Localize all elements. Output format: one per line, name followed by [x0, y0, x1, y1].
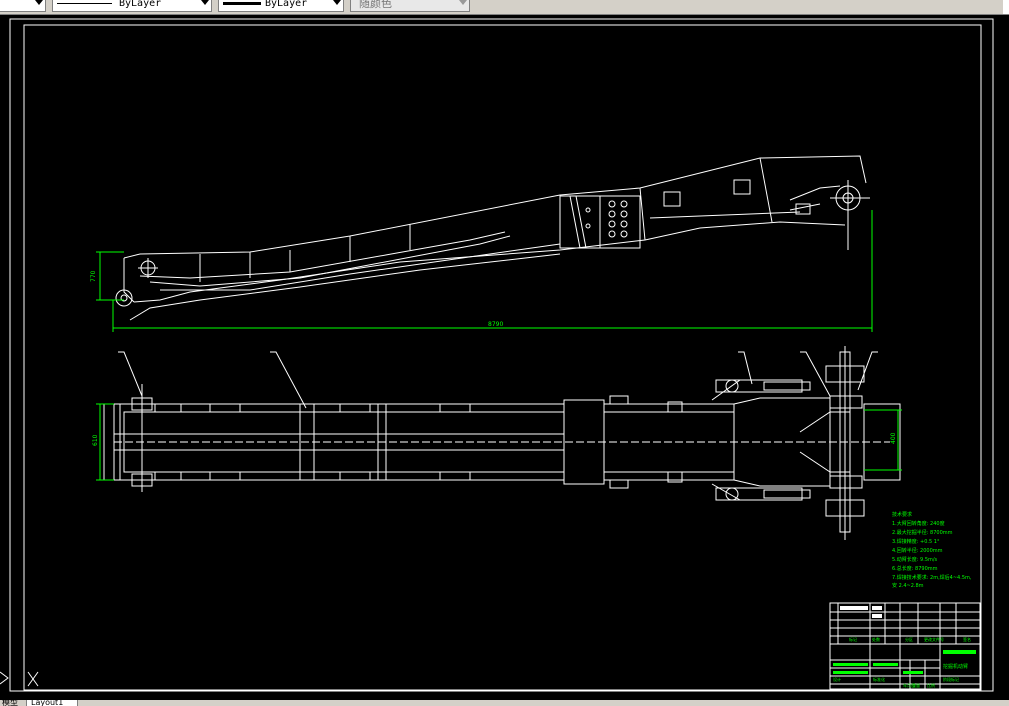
plotstyle-select[interactable]: 随颜色 [350, 0, 470, 12]
note-line: 3.焊接精度: +0.5 1° [892, 538, 940, 545]
lineweight-preview [223, 2, 261, 5]
note-line: 2.最大挖掘半径: 8700mm [892, 529, 953, 536]
title-block-cell: 比例 [927, 682, 935, 688]
linetype-value: ByLayer [119, 0, 162, 9]
title-block-cell: 重量 [912, 682, 920, 688]
chevron-down-icon [459, 0, 467, 5]
note-line: 4.回转半径: 2000mm [892, 547, 943, 554]
note-line: 5.动臂长度: 9.5m/s [892, 556, 938, 563]
tab-layout1[interactable]: Layout1 [26, 700, 78, 706]
lineweight-value: ByLayer [265, 0, 308, 9]
dim-width-right: 400 [890, 432, 897, 444]
elevation-dimensions [96, 210, 873, 332]
properties-toolbar: ByLayer ByLayer 随颜色 [0, 0, 1009, 15]
technical-notes: 技术要求 1.大臂回转角度: 240度 2.最大挖掘半径: 8700mm 3.焊… [892, 511, 972, 589]
linetype-preview [57, 3, 112, 4]
chevron-down-icon [35, 0, 43, 5]
ucs-icon [0, 671, 39, 687]
boom-plan-view [103, 346, 901, 540]
note-line: 1.大臂回转角度: 240度 [892, 520, 945, 527]
dim-overall-length: 8790 [488, 321, 503, 328]
title-block [829, 602, 981, 690]
cad-drawing-canvas[interactable]: 770 8790 [0, 14, 1009, 700]
dim-height-left: 770 [90, 270, 97, 282]
dim-width-left: 610 [92, 434, 99, 446]
plan-dimensions [96, 403, 902, 481]
linetype-select[interactable]: ByLayer [52, 0, 212, 12]
title-block-cell: 阶段标记 [943, 676, 959, 682]
sheet-outer-border [9, 18, 994, 692]
title-block-cell: 分区 [905, 636, 913, 642]
boom-elevation-view [115, 155, 870, 321]
linetype-dropdown[interactable] [0, 0, 46, 12]
title-block-cell: 年月日 [903, 682, 915, 688]
notes-title: 技术要求 [892, 511, 912, 518]
tab-model[interactable]: 模型 [2, 700, 18, 706]
note-line: 6.总长度: 8790mm [892, 565, 938, 572]
title-block-fills [833, 606, 976, 674]
title-block-cell: 设计 [833, 676, 841, 682]
title-block-cell: 标准化 [873, 676, 885, 682]
note-line: 7.焊接技术要求: 2m,焊后4~4.5m, [892, 574, 972, 581]
title-block-cell: 标记 [849, 636, 857, 642]
title-block-title: 挖掘机动臂 [943, 663, 968, 670]
plotstyle-value: 随颜色 [359, 0, 392, 10]
title-block-cell: 更改文件号 [924, 636, 944, 642]
toolbar-right-edge [1003, 0, 1009, 14]
layout-tabs-bar [0, 700, 1009, 706]
title-block-cell: 处数 [872, 636, 880, 642]
chevron-down-icon [201, 0, 209, 5]
title-block-cell: 签名 [963, 636, 971, 642]
note-line: 安 2.4~2.8m [892, 582, 924, 589]
lineweight-select[interactable]: ByLayer [218, 0, 344, 12]
plan-view-leaders [118, 351, 878, 409]
sheet-inner-border [23, 24, 982, 691]
chevron-down-icon [333, 0, 341, 5]
